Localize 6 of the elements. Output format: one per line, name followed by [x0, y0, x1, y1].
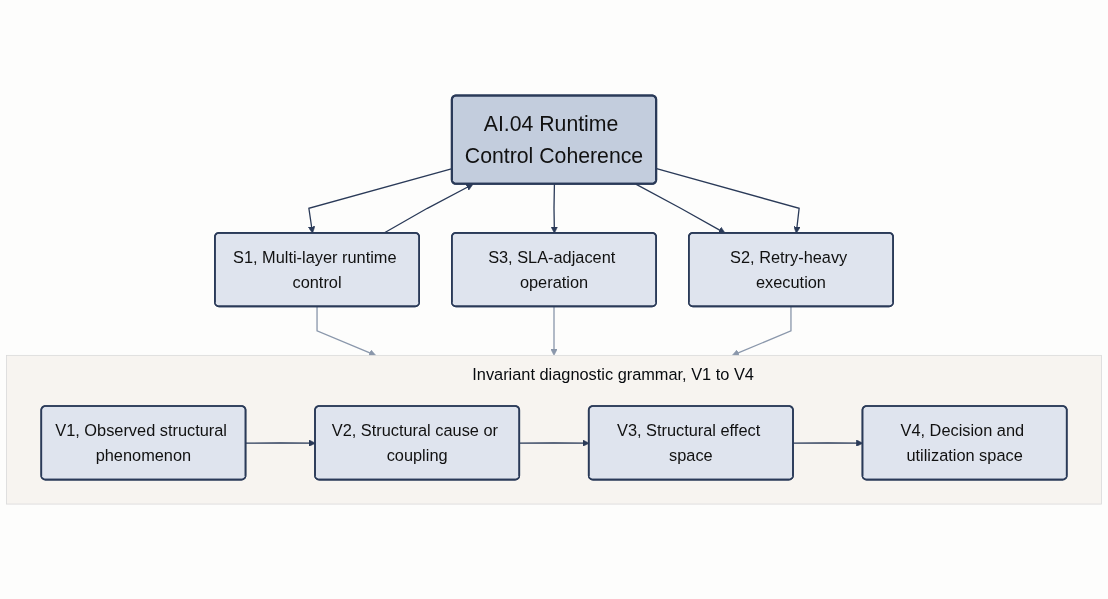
arrow — [731, 305, 792, 356]
arrow — [550, 305, 558, 356]
arrow — [550, 183, 558, 234]
arrow — [635, 183, 726, 234]
arrow — [245, 439, 316, 447]
arrow — [316, 305, 377, 356]
